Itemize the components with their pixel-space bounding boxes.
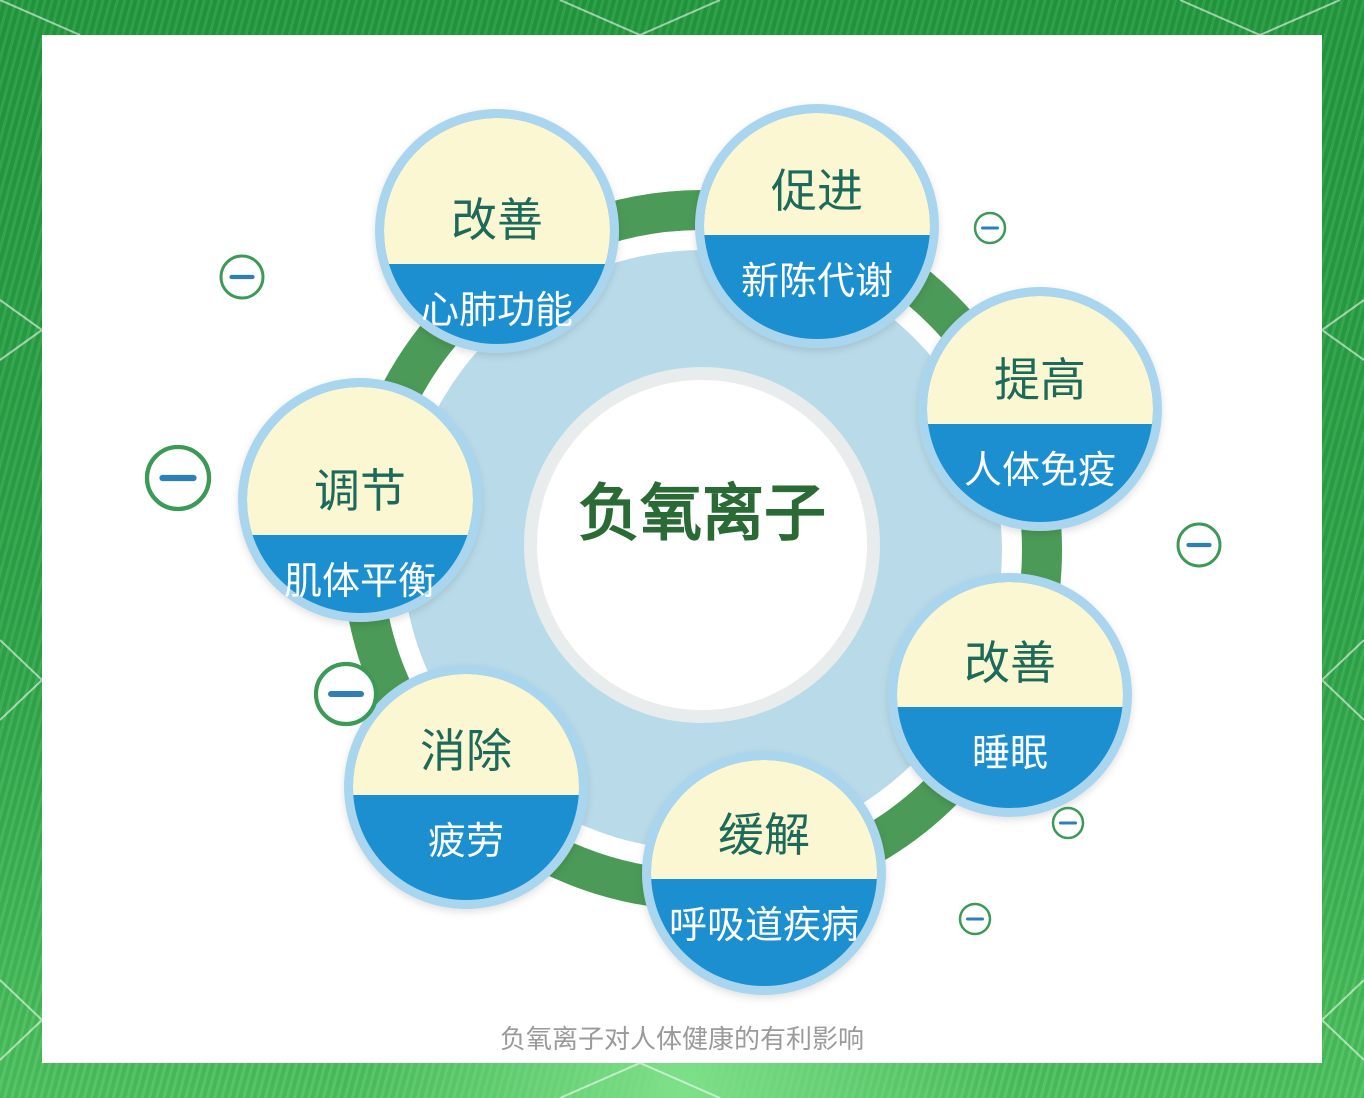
bubble-title: 改善 [451,193,543,247]
bubble-title: 提高 [994,353,1086,407]
diagram-panel: 负氧离子 改善心肺功能促进新陈代谢提高人体免疫改善睡眠缓解呼吸道疾病消除疲劳调节… [42,35,1322,1063]
minus-ion-icon [958,902,992,936]
minus-ion-icon [313,661,379,727]
minus-ion-icon [973,211,1007,245]
bubble-title: 调节 [314,464,406,518]
bubble-title: 缓解 [718,808,810,862]
caption: 负氧离子对人体健康的有利影响 [499,1025,864,1055]
bubble-subtitle: 疲劳 [428,819,504,863]
center-label: 负氧离子 [578,477,826,550]
minus-ion-icon [1051,806,1085,840]
minus-ion-icon [219,254,265,300]
bubble-subtitle: 呼吸道疾病 [669,903,859,947]
bubble-subtitle: 睡眠 [972,731,1048,775]
benefit-diagram: 负氧离子 改善心肺功能促进新陈代谢提高人体免疫改善睡眠缓解呼吸道疾病消除疲劳调节… [144,104,1222,995]
minus-ion-icon [144,444,212,512]
bubble-subtitle: 心肺功能 [421,288,573,332]
minus-ions-layer [144,211,1222,936]
center-circle [537,380,867,710]
bubble-subtitle: 新陈代谢 [741,259,893,303]
bubble-subtitle: 人体免疫 [964,448,1116,492]
bubble-title: 促进 [771,164,863,218]
minus-ion-icon [1176,522,1222,568]
bubble-subtitle: 肌体平衡 [284,559,436,603]
bubble-title: 改善 [964,636,1056,690]
bubble-title: 消除 [420,724,512,778]
